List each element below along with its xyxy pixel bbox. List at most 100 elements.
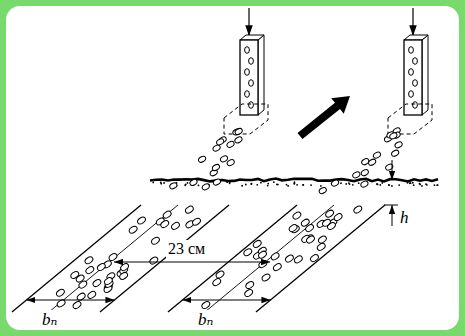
soil-grain bbox=[413, 184, 415, 186]
seed bbox=[257, 250, 267, 260]
seed bbox=[413, 58, 418, 65]
soil-grain bbox=[160, 183, 162, 185]
seed bbox=[84, 256, 94, 266]
soil-grain bbox=[358, 182, 360, 184]
soil-grain bbox=[163, 182, 165, 184]
soil-grain bbox=[241, 185, 243, 187]
band-edge bbox=[12, 205, 141, 312]
falling-seed bbox=[394, 141, 403, 149]
soil-grain bbox=[434, 184, 436, 186]
seed bbox=[119, 262, 129, 272]
soil-grain bbox=[187, 182, 189, 184]
soil-grain bbox=[436, 184, 438, 186]
seed bbox=[252, 239, 262, 249]
seed bbox=[244, 288, 254, 298]
soil-grain bbox=[407, 182, 409, 184]
soil-grain bbox=[398, 184, 400, 186]
falling-seed bbox=[219, 155, 228, 163]
seed bbox=[413, 80, 418, 87]
soil-grain bbox=[421, 185, 423, 187]
seed bbox=[249, 80, 254, 87]
seed bbox=[243, 247, 253, 257]
seed bbox=[201, 300, 211, 310]
seed bbox=[103, 276, 113, 286]
dimension-lines bbox=[26, 160, 398, 300]
tube-side bbox=[422, 35, 428, 115]
seed bbox=[333, 212, 343, 222]
feed-arrow bbox=[248, 8, 249, 36]
seed bbox=[184, 205, 194, 215]
seed-tube bbox=[169, 8, 268, 191]
soil-grain bbox=[293, 183, 295, 185]
seed bbox=[245, 69, 250, 76]
seed bbox=[149, 256, 159, 266]
seed bbox=[72, 300, 82, 310]
soil-grain bbox=[419, 184, 421, 186]
seed bbox=[272, 262, 282, 272]
seed bbox=[409, 47, 414, 54]
seed bbox=[284, 254, 294, 264]
seed bbox=[409, 69, 414, 76]
soil-grain bbox=[184, 184, 186, 186]
band-edge bbox=[256, 205, 385, 312]
soil-grain bbox=[229, 182, 231, 184]
soil-grain bbox=[409, 182, 411, 184]
falling-seed bbox=[211, 163, 220, 171]
seed bbox=[249, 58, 254, 65]
dimension-label: bₙ bbox=[40, 310, 59, 329]
seed bbox=[413, 102, 418, 109]
band-edge bbox=[100, 205, 229, 312]
seed bbox=[245, 91, 250, 98]
tube-top bbox=[404, 35, 428, 40]
soil-grain bbox=[267, 183, 269, 185]
soil-surface bbox=[150, 179, 438, 187]
seed bbox=[300, 218, 310, 228]
tube-top bbox=[240, 35, 264, 40]
tube-side bbox=[258, 35, 264, 115]
soil-grain bbox=[296, 184, 298, 186]
falling-seed bbox=[391, 149, 400, 157]
soil-grain bbox=[198, 185, 200, 187]
soil-grain bbox=[376, 183, 378, 185]
soil-grain bbox=[388, 184, 390, 186]
soil-grain bbox=[391, 185, 393, 187]
seed bbox=[245, 47, 250, 54]
soil-grain bbox=[412, 182, 414, 184]
seed bbox=[249, 102, 254, 109]
spacing-dimension bbox=[114, 262, 270, 263]
soil-grain bbox=[185, 183, 187, 185]
seed bbox=[288, 223, 298, 233]
seed bbox=[108, 252, 118, 262]
soil-grain bbox=[302, 184, 304, 186]
seed bbox=[162, 210, 172, 220]
seed bbox=[128, 225, 138, 235]
seed bbox=[78, 280, 88, 290]
soil-grain bbox=[340, 182, 342, 184]
seed bbox=[261, 273, 271, 283]
seed bbox=[212, 277, 222, 287]
band-edge bbox=[168, 205, 297, 312]
seed bbox=[317, 235, 327, 245]
seed bbox=[160, 219, 170, 229]
falling-seed bbox=[389, 132, 398, 140]
depth-dimension bbox=[392, 205, 393, 226]
soil-grain bbox=[320, 185, 322, 187]
falling-seed bbox=[234, 136, 243, 144]
falling-seed bbox=[372, 151, 381, 159]
falling-seed bbox=[368, 158, 377, 166]
falling-seed bbox=[330, 179, 339, 187]
seed bbox=[353, 205, 363, 215]
soil-grain bbox=[260, 182, 262, 184]
soil-grain bbox=[251, 183, 253, 185]
soil-grain bbox=[425, 183, 427, 185]
seed-bands bbox=[12, 205, 385, 312]
soil-grain bbox=[287, 185, 289, 187]
soil-grain bbox=[377, 183, 379, 185]
soil-grain bbox=[410, 182, 412, 184]
width-dimension bbox=[26, 300, 114, 301]
seed bbox=[409, 91, 414, 98]
seed bbox=[150, 236, 160, 246]
